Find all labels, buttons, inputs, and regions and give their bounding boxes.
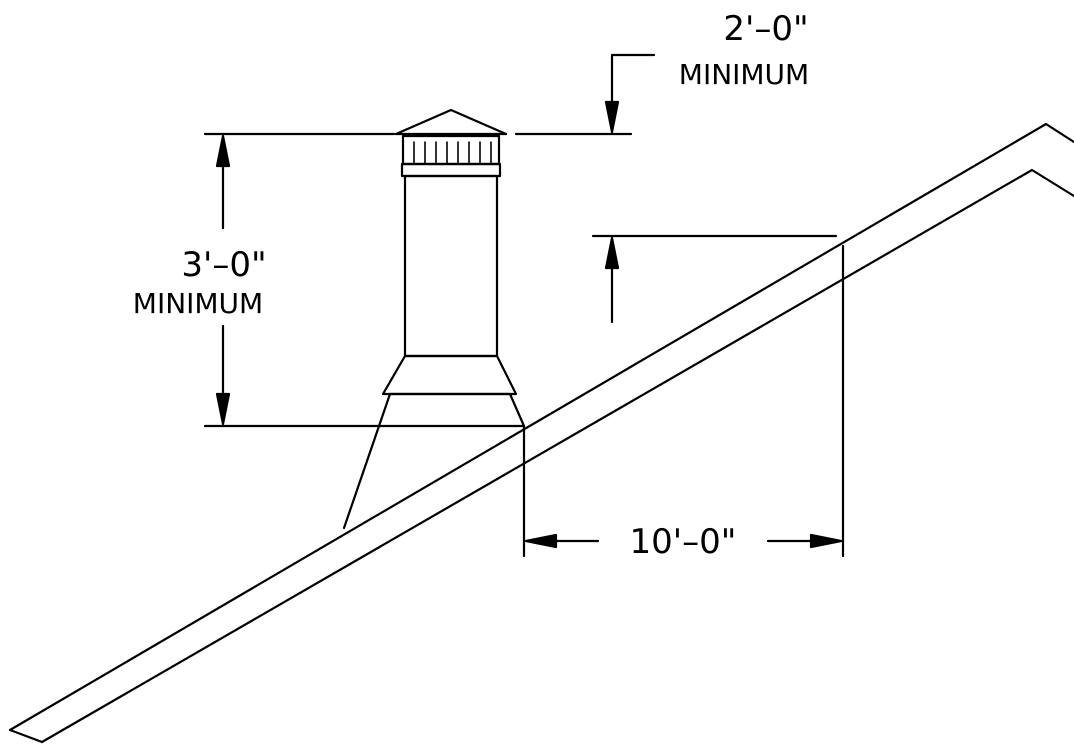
roof: [8, 122, 1074, 744]
arrowhead-left: [524, 533, 558, 549]
chimney-cap-roof: [394, 108, 508, 136]
dimension-horizontal-distance: [522, 244, 845, 558]
chimney: [342, 108, 526, 530]
chimney-height-note: MINIMUM: [133, 287, 263, 320]
arrowhead-down: [215, 392, 231, 426]
arrowhead-up: [215, 134, 231, 168]
chimney-louver-slats: [413, 141, 492, 165]
dimension-chimney-height: [203, 132, 526, 428]
chimney-collar: [400, 162, 502, 178]
roof-outer-line: [8, 122, 1074, 732]
chimney-height-value: 3'–0": [181, 245, 266, 285]
roof-inner-line: [40, 168, 1074, 744]
chimney-flashing: [342, 392, 526, 530]
arrowhead-right: [809, 533, 843, 549]
chimney-louver-band: [401, 134, 501, 166]
arrowhead-up-reference: [604, 236, 620, 270]
roof-end-cap: [8, 728, 44, 744]
leader-line: [610, 53, 656, 106]
horizontal-distance-value: 10'–0": [630, 522, 737, 562]
chimney-storm-collar: [381, 354, 518, 396]
chimney-pipe: [403, 174, 499, 358]
top-clearance-value: 2'–0": [723, 9, 808, 49]
arrowhead-down-cap: [604, 100, 620, 134]
top-clearance-note: MINIMUM: [679, 58, 809, 91]
dimension-top-clearance: [514, 53, 838, 324]
